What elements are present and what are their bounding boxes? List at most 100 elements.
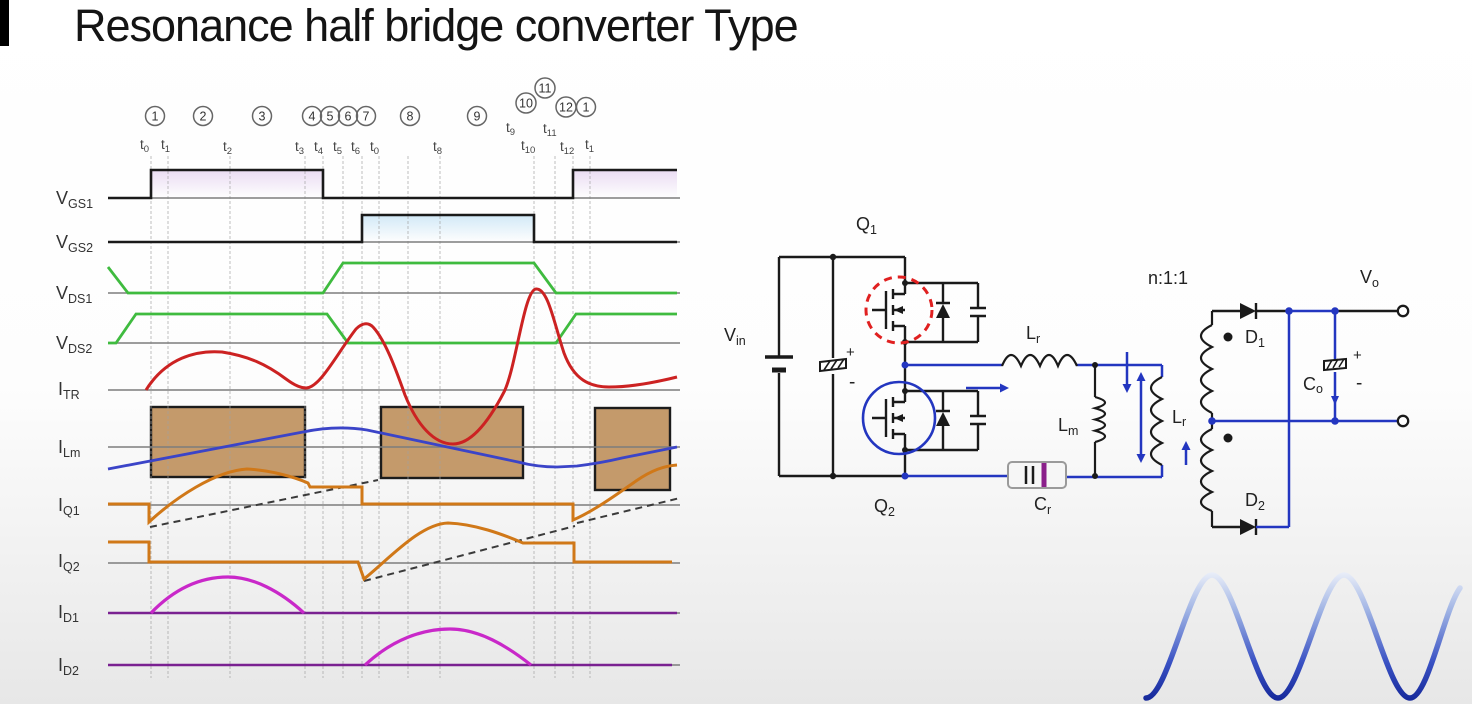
- vgs1-pulse-fill-1: [151, 170, 323, 198]
- q2-highlight-circle: [861, 380, 937, 456]
- q2-body-diode: [936, 412, 950, 426]
- phase-dot-top: [1223, 332, 1233, 342]
- svg-text:1: 1: [583, 101, 590, 115]
- iq2-waveform: [108, 521, 672, 582]
- lm-label: Lm: [1058, 415, 1078, 438]
- node-dot: [1285, 307, 1293, 315]
- step-marker-6: 6: [337, 105, 359, 127]
- co-arrow-down: [1331, 396, 1339, 405]
- vds1-waveform: [106, 261, 677, 295]
- step-marker-4: 4: [301, 105, 323, 127]
- time-label-t1: t1: [161, 137, 170, 155]
- node-dot: [901, 361, 909, 369]
- output-terminal-top: [1396, 304, 1410, 318]
- svg-text:10: 10: [519, 97, 533, 111]
- slide-corner-notch: [0, 0, 9, 46]
- current-arrow-up: [1181, 441, 1191, 465]
- circuit-schematic: Vin Q1 Q2 Lr Lm Cr Lr n:1:1 D1 D2 Co Vo …: [724, 214, 1410, 535]
- battery-minus-sign: -: [849, 372, 855, 393]
- lr2-label: Lr: [1172, 407, 1186, 429]
- time-gridlines: [150, 156, 591, 678]
- co-capacitor-symbol: [1323, 357, 1347, 372]
- signal-labels: VGS1 VGS2 VDS1 VDS2 ITR ILm IQ1 IQ2 ID1 …: [56, 188, 93, 678]
- node-dot: [1331, 307, 1339, 315]
- secondary-winding-top: [1199, 311, 1215, 421]
- vo-label: Vo: [1360, 267, 1379, 290]
- svg-text:5: 5: [327, 110, 334, 124]
- node-dot: [1092, 362, 1098, 368]
- decorative-sine-wave: [1143, 572, 1463, 701]
- magnetizing-dashed-lines: [149, 479, 681, 582]
- time-labels: t0 t1 t2 t3 t4 t5 t6 t0 t8 t9 t10 t11 t1…: [140, 120, 594, 157]
- diode-d1: [1212, 303, 1289, 319]
- step-marker-8: 8: [399, 105, 421, 127]
- time-label-t8: t8: [433, 139, 442, 157]
- step-marker-9: 9: [466, 105, 488, 127]
- lm-inductor-coil: [1090, 365, 1107, 476]
- cr-capacitor: [1007, 461, 1067, 489]
- svg-text:2: 2: [200, 110, 207, 124]
- time-label-t0: t0: [140, 137, 149, 155]
- shaded-interval-rect-3: [593, 406, 672, 492]
- interval-markers: 1 2 3 4 5 6 7 8 9 10 11 12 1: [144, 77, 597, 127]
- node-dot: [901, 472, 909, 480]
- output-blue-wires: [1212, 309, 1397, 529]
- signal-label-vgs2: VGS2: [56, 232, 93, 255]
- voltage-arrow-double: [1136, 372, 1146, 463]
- time-label-t2: t2: [223, 139, 232, 157]
- step-marker-2: 2: [192, 105, 214, 127]
- step-marker-12: 12: [555, 96, 577, 118]
- battery-plus-sign: +: [846, 344, 855, 361]
- step-marker-7: 7: [355, 105, 377, 127]
- d1-label: D1: [1245, 327, 1265, 350]
- signal-label-iq1: IQ1: [58, 495, 80, 518]
- svg-text:12: 12: [559, 101, 573, 115]
- step-marker-3: 3: [251, 105, 273, 127]
- co-minus-sign: -: [1356, 373, 1362, 394]
- cr-label: Cr: [1034, 494, 1051, 517]
- input-cap-symbol: [819, 357, 847, 373]
- shaded-interval-rect-1: [149, 405, 307, 479]
- q1-label: Q1: [856, 214, 877, 237]
- time-label-t12: t12: [560, 139, 574, 157]
- iq1-waveform: [108, 463, 678, 526]
- waveform-panel: [106, 156, 681, 678]
- time-label-t9: t9: [506, 120, 515, 138]
- svg-text:9: 9: [474, 110, 481, 124]
- co-plus-sign: +: [1353, 347, 1362, 364]
- svg-text:3: 3: [259, 110, 266, 124]
- time-label-t1b: t1: [585, 137, 594, 155]
- slide-title: Resonance half bridge converter Type: [74, 0, 799, 51]
- q1-body-diode: [936, 304, 950, 318]
- input-rail-wires: [777, 255, 905, 478]
- turns-ratio-label: n:1:1: [1148, 268, 1188, 288]
- secondary-winding-bottom: [1199, 421, 1215, 527]
- voltage-arrow-down: [1122, 352, 1132, 393]
- time-label-t6: t6: [351, 139, 360, 157]
- step-marker-10: 10: [515, 92, 537, 114]
- time-label-t10: t10: [521, 138, 535, 156]
- time-label-t11: t11: [543, 121, 557, 139]
- node-dot: [829, 253, 837, 261]
- d2-label: D2: [1245, 490, 1265, 513]
- mosfet-q2: [861, 365, 986, 476]
- output-terminal-bottom: [1396, 414, 1410, 428]
- time-label-t7: t0: [370, 139, 379, 157]
- signal-label-ilm: ILm: [58, 437, 80, 460]
- node-dot: [1208, 417, 1216, 425]
- id1-hump: [149, 575, 306, 615]
- mosfet-q1: [864, 257, 986, 365]
- signal-label-vds2: VDS2: [56, 333, 92, 356]
- signal-label-id2: ID2: [58, 655, 79, 678]
- signal-label-vds1: VDS1: [56, 283, 92, 306]
- primary-winding-coil: [1149, 376, 1165, 466]
- signal-label-id1: ID1: [58, 602, 79, 625]
- step-marker-5: 5: [319, 105, 341, 127]
- step-marker-1: 1: [144, 105, 166, 127]
- svg-text:4: 4: [309, 110, 316, 124]
- svg-text:1: 1: [152, 110, 159, 124]
- lr-label: Lr: [1026, 323, 1040, 346]
- itr-waveform: [144, 287, 678, 446]
- vgs1-waveform: [108, 168, 677, 200]
- time-label-t4: t4: [314, 139, 323, 157]
